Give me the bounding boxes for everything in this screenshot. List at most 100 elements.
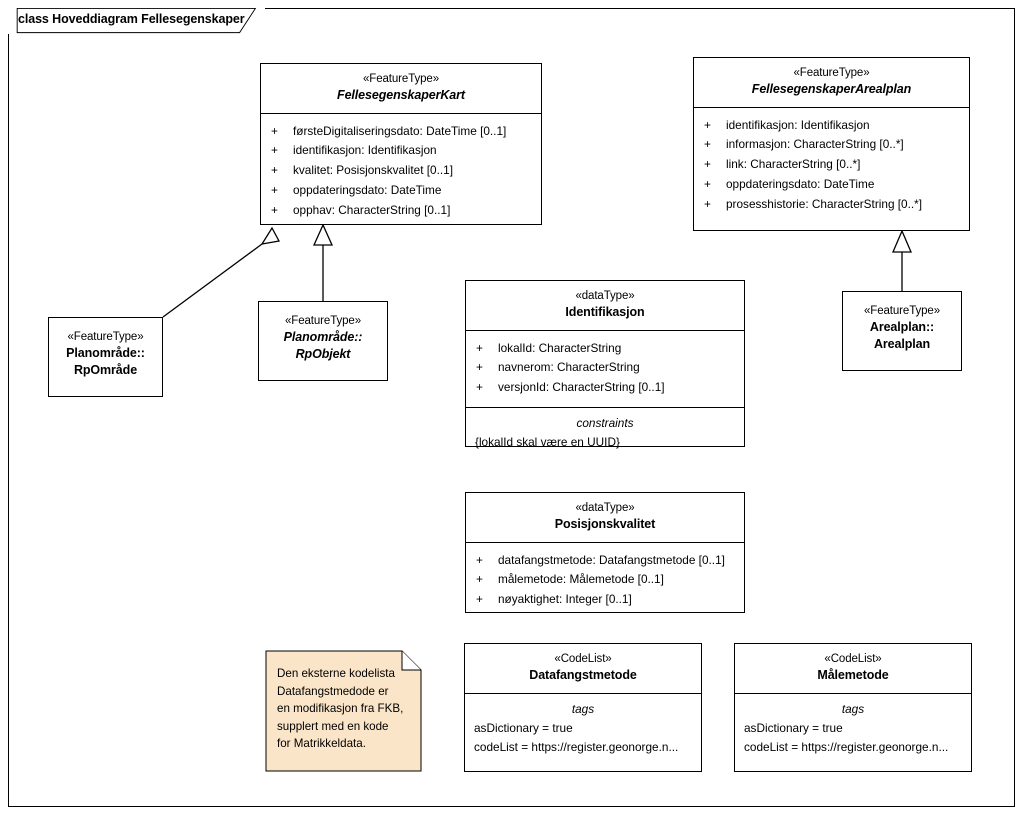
class-name: Posisjonskvalitet	[554, 517, 656, 532]
diagram-title: class Hoveddiagram Fellesegenskaper	[18, 12, 245, 26]
class-malemetode[interactable]: «CodeList» Målemetode tags asDictionary …	[734, 643, 972, 772]
compartment-separator	[261, 112, 541, 114]
note-shape-icon	[265, 650, 422, 772]
class-header: «CodeList» Datafangstmetode	[465, 644, 701, 693]
attribute-signature: lokalId: CharacterString	[498, 340, 622, 355]
attribute-signature: opphav: CharacterString [0..1]	[293, 202, 451, 217]
class-header: «CodeList» Målemetode	[735, 644, 971, 693]
class-stereotype: «FeatureType»	[67, 331, 144, 343]
class-header: «FeatureType» FellesegenskaperArealplan	[694, 58, 969, 107]
note-text-body: Den eksterne kodelista Datafangstmedode …	[266, 651, 421, 761]
frame-tab-shape-icon	[16, 8, 257, 34]
attribute-visibility: +	[271, 202, 278, 217]
constraints-title: constraints	[576, 416, 634, 431]
attribute-visibility: +	[476, 552, 483, 567]
class-name-line1: Planområde::	[66, 346, 145, 361]
class-name-line1: Arealplan::	[869, 320, 935, 335]
compartment-separator	[466, 329, 744, 331]
note-line: en modifikasjon fra FKB,	[277, 702, 404, 716]
class-stereotype: «FeatureType»	[362, 73, 440, 85]
attribute-signature: kvalitet: Posisjonskvalitet [0..1]	[293, 163, 453, 178]
class-name: FellesegenskaperKart	[337, 88, 465, 103]
attribute-visibility: +	[476, 572, 483, 587]
diagram-frame-tab: class Hoveddiagram Fellesegenskaper	[8, 8, 265, 34]
class-stereotype: «FeatureType»	[793, 67, 870, 79]
class-rp-omrade[interactable]: «FeatureType» Planområde:: RpOmråde	[48, 317, 163, 397]
attribute-signature: informasjon: CharacterString [0..*]	[726, 137, 904, 152]
attribute-row: + kvalitet: Posisjonskvalitet [0..1]	[267, 161, 535, 181]
attribute-visibility: +	[704, 196, 711, 211]
tags-title: tags	[571, 701, 595, 716]
class-header: «dataType» Identifikasjon	[466, 281, 744, 330]
attribute-signature: navnerom: CharacterString	[498, 360, 640, 375]
class-name: Identifikasjon	[565, 305, 645, 320]
class-fellesegenskaper-kart[interactable]: «FeatureType» FellesegenskaperKart + før…	[260, 63, 542, 225]
attribute-compartment: + datafangstmetode: Datafangstmetode [0.…	[466, 543, 744, 619]
class-arealplan[interactable]: «FeatureType» Arealplan:: Arealplan	[842, 291, 962, 371]
class-stereotype: «CodeList»	[824, 653, 882, 665]
attribute-row: + målemetode: Målemetode [0..1]	[472, 570, 738, 590]
attribute-signature: nøyaktighet: Integer [0..1]	[498, 592, 632, 607]
class-rp-objekt[interactable]: «FeatureType» Planområde:: RpObjekt	[258, 301, 388, 381]
class-header: «FeatureType» Planområde:: RpObjekt	[259, 302, 387, 373]
attribute-row: + oppdateringsdato: DateTime	[700, 175, 963, 195]
class-name: FellesegenskaperArealplan	[751, 82, 912, 97]
attribute-row: + prosesshistorie: CharacterString [0..*…	[700, 195, 963, 215]
attribute-row: + link: CharacterString [0..*]	[700, 155, 963, 175]
attribute-signature: link: CharacterString [0..*]	[726, 157, 861, 172]
attribute-compartment: + lokalId: CharacterString + navnerom: C…	[466, 331, 744, 407]
compartment-separator	[465, 692, 701, 694]
constraint-row: {lokalId skal være en UUID}	[475, 434, 620, 449]
class-name: Datafangstmetode	[529, 668, 637, 683]
attribute-row: + versjonId: CharacterString [0..1]	[472, 378, 738, 398]
constraints-compartment: constraints {lokalId skal være en UUID}	[466, 408, 744, 461]
attribute-visibility: +	[704, 137, 711, 152]
attribute-row: + nøyaktighet: Integer [0..1]	[472, 590, 738, 610]
tags-compartment: tags asDictionary = true codeList = http…	[465, 694, 701, 766]
compartment-separator	[735, 692, 971, 694]
class-name-line2: RpObjekt	[295, 347, 351, 362]
attribute-row: + navnerom: CharacterString	[472, 358, 738, 378]
tag-row: codeList = https://register.geonorge.n..…	[744, 739, 949, 754]
compartment-separator	[694, 106, 969, 108]
tag-row: asDictionary = true	[474, 720, 573, 735]
attribute-visibility: +	[271, 123, 278, 138]
attribute-visibility: +	[704, 157, 711, 172]
attribute-visibility: +	[704, 117, 711, 132]
class-name-line1: Planområde::	[283, 330, 363, 345]
attribute-signature: oppdateringsdato: DateTime	[293, 183, 442, 198]
class-name-line2: Arealplan	[873, 337, 931, 352]
attribute-visibility: +	[476, 592, 483, 607]
attribute-row: + oppdateringsdato: DateTime	[267, 181, 535, 201]
note-line: Datafangstmedode er	[277, 684, 389, 698]
note-line: for Matrikkeldata.	[277, 737, 366, 751]
attribute-signature: oppdateringsdato: DateTime	[726, 177, 875, 192]
attribute-row: + førsteDigitaliseringsdato: DateTime [0…	[267, 122, 535, 142]
tag-row: asDictionary = true	[744, 720, 843, 735]
attribute-compartment: + identifikasjon: Identifikasjon + infor…	[694, 108, 969, 224]
attribute-row: + lokalId: CharacterString	[472, 339, 738, 359]
attribute-visibility: +	[271, 163, 278, 178]
class-datafangstmetode[interactable]: «CodeList» Datafangstmetode tags asDicti…	[464, 643, 702, 772]
class-name: Målemetode	[817, 668, 889, 683]
class-fellesegenskaper-arealplan[interactable]: «FeatureType» FellesegenskaperArealplan …	[693, 57, 970, 231]
attribute-row: + datafangstmetode: Datafangstmetode [0.…	[472, 551, 738, 571]
note-line: supplert med en kode	[277, 719, 389, 733]
class-identifikasjon[interactable]: «dataType» Identifikasjon + lokalId: Cha…	[465, 280, 745, 449]
class-stereotype: «dataType»	[575, 502, 635, 514]
note-line: Den eksterne kodelista	[277, 667, 395, 680]
attribute-signature: identifikasjon: Identifikasjon	[726, 117, 870, 132]
tag-row: codeList = https://register.geonorge.n..…	[474, 739, 679, 754]
class-posisjonskvalitet[interactable]: «dataType» Posisjonskvalitet + datafangs…	[465, 492, 745, 613]
attribute-visibility: +	[476, 340, 483, 355]
class-header: «dataType» Posisjonskvalitet	[466, 493, 744, 542]
diagram-frame	[8, 8, 1015, 807]
attribute-row: + informasjon: CharacterString [0..*]	[700, 135, 963, 155]
attribute-visibility: +	[476, 360, 483, 375]
attribute-signature: datafangstmetode: Datafangstmetode [0..1…	[498, 552, 725, 567]
note-datafangstmetode[interactable]: Den eksterne kodelista Datafangstmedode …	[265, 650, 422, 772]
tags-compartment: tags asDictionary = true codeList = http…	[735, 694, 971, 766]
attribute-signature: versjonId: CharacterString [0..1]	[498, 380, 665, 395]
class-name-line2: RpOmråde	[73, 363, 138, 378]
